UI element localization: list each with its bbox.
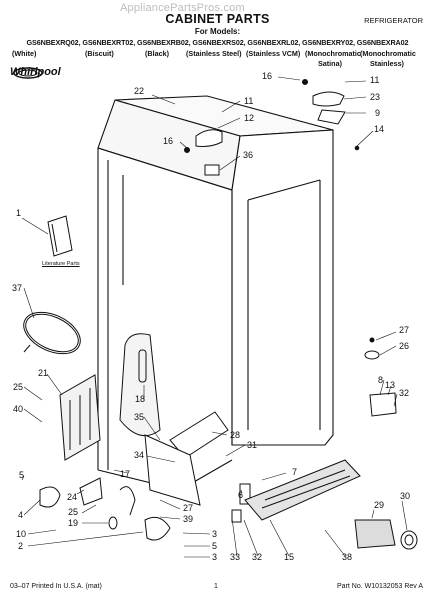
color-stainless-steel: (Stainless Steel) <box>186 49 242 58</box>
page-title: CABINET PARTS <box>165 12 270 26</box>
top-hinge-right <box>302 79 360 151</box>
water-line-coil <box>23 311 81 355</box>
lower-front-parts <box>39 477 251 541</box>
callout-12: 12 <box>244 113 255 123</box>
category-label: REFRIGERATOR <box>364 16 423 25</box>
callout-1: 1 <box>16 208 22 218</box>
callout-23: 23 <box>370 92 381 102</box>
callout-11: 11 <box>370 75 380 85</box>
right-lower-hinge <box>364 337 397 417</box>
callout-26: 26 <box>399 341 410 351</box>
callout-16: 16 <box>262 71 273 81</box>
callout-35: 35 <box>134 412 145 422</box>
callout-39: 39 <box>183 514 194 524</box>
callout-27: 27 <box>399 325 410 335</box>
color-satina-line2: Satina) <box>318 59 342 68</box>
callout-21: 21 <box>38 368 49 378</box>
callout-32: 32 <box>399 388 410 398</box>
callout-7: 7 <box>292 467 298 477</box>
color-stainless-vcm: (Stainless VCM) <box>246 49 301 58</box>
callout-11: 11 <box>244 96 254 106</box>
callout-5: 5 <box>212 541 218 551</box>
callout-3: 3 <box>212 552 218 562</box>
callout-15: 15 <box>284 552 295 562</box>
callout-38: 38 <box>342 552 353 562</box>
callout-30: 30 <box>400 491 411 501</box>
callout-19: 19 <box>68 518 79 528</box>
callout-36: 36 <box>243 150 254 160</box>
callout-14: 14 <box>374 124 385 134</box>
callout-3: 3 <box>212 529 218 539</box>
callout-29: 29 <box>374 500 385 510</box>
color-monochromatic-satina: (Monochromatic <box>305 49 361 58</box>
callout-31: 31 <box>247 440 258 450</box>
print-info: 03–07 Printed In U.S.A. (mat) <box>10 583 102 590</box>
roller-assembly <box>354 519 418 550</box>
literature-parts-label: Literature Parts <box>42 261 80 267</box>
callout-17: 17 <box>120 469 131 479</box>
leader-lines <box>21 76 408 558</box>
callout-27: 27 <box>183 503 194 513</box>
callout-25: 25 <box>68 507 79 517</box>
callout-37: 37 <box>12 283 23 293</box>
color-monochromatic-stainless: (Monochromatic <box>360 49 416 58</box>
top-hinge-left <box>184 129 223 176</box>
color-stainless-line2: Stainless) <box>370 59 404 68</box>
whirlpool-swirl-icon <box>13 67 43 79</box>
literature-booklet <box>47 215 73 257</box>
model-list: GS6NBEXRQ02, GS6NBEXRT02, GS6NBEXRB02, G… <box>26 38 409 47</box>
callout-9: 9 <box>375 108 381 118</box>
callout-13: 13 <box>385 380 396 390</box>
callout-5: 5 <box>19 470 25 480</box>
callout-33: 33 <box>230 552 241 562</box>
color-white: (White) <box>12 49 37 58</box>
callout-32: 32 <box>252 552 263 562</box>
callout-34: 34 <box>134 450 145 460</box>
page-number: 1 <box>214 583 218 590</box>
watermark: AppliancePartsPros.com <box>120 2 245 14</box>
lower-bracket <box>59 374 101 461</box>
for-models-label: For Models: <box>194 27 241 36</box>
callout-16: 16 <box>163 136 174 146</box>
callout-4: 4 <box>18 510 24 520</box>
callout-28: 28 <box>230 430 241 440</box>
color-biscuit: (Biscuit) <box>85 49 114 58</box>
callout-22: 22 <box>134 86 145 96</box>
callout-10: 10 <box>16 529 27 539</box>
callout-6: 6 <box>238 490 244 500</box>
callout-24: 24 <box>67 492 78 502</box>
part-number: Part No. W10132053 Rev A <box>337 583 423 590</box>
callout-40: 40 <box>13 404 24 414</box>
callout-18: 18 <box>135 394 146 404</box>
callout-2: 2 <box>18 541 24 551</box>
callout-8: 8 <box>378 375 384 385</box>
color-black: (Black) <box>145 49 169 58</box>
inner-compartment <box>119 333 229 506</box>
toe-grille <box>244 459 361 521</box>
callout-25: 25 <box>13 382 24 392</box>
